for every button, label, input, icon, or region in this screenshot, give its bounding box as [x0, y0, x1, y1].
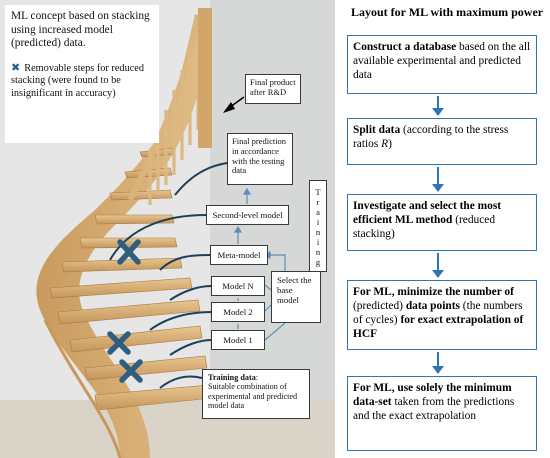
training-letter: r: [316, 197, 320, 207]
model-1-text: Model 1: [223, 335, 253, 345]
final-prediction-text: Final prediction in accordance with the …: [232, 136, 287, 176]
training-letter: i: [316, 237, 320, 247]
step-text: taken from the predictions and the exact…: [353, 396, 515, 423]
second-level-model-box: Second-level model: [206, 205, 289, 225]
training-letter: g: [315, 257, 321, 267]
meta-model-box: Meta-model: [210, 245, 268, 265]
model-flow-arrows: [233, 187, 286, 341]
final-prediction-box: Final prediction in accordance with the …: [227, 133, 293, 185]
flow-arrow-down: [432, 253, 444, 278]
step-text: (according to the stress ratios: [353, 124, 509, 151]
layout-title: Layout for ML with maximum power: [351, 5, 544, 19]
training-letter: i: [316, 217, 320, 227]
flow-step-split-data: Split data (according to the stress rati…: [347, 118, 537, 165]
step-bold: Investigate and select the most efficien…: [353, 200, 502, 227]
final-product-text: Final product after R&D: [250, 77, 296, 97]
concept-text: ML concept based on stacking using incre…: [11, 10, 150, 50]
step-bold: for exact extrapolation of HCF: [353, 314, 524, 341]
final-product-arrow: [223, 96, 245, 113]
training-letter: n: [315, 227, 321, 237]
step-text: based on the all available experimental …: [353, 41, 531, 82]
select-base-model-text: Select the base model: [277, 275, 312, 306]
newel-post: [198, 8, 212, 148]
stress-ratio-symbol: R: [381, 138, 389, 151]
x-mark-icon: ✖: [11, 61, 21, 75]
training-letter: T: [315, 187, 321, 197]
meta-model-text: Meta-model: [217, 250, 261, 260]
flow-step-minimize-data-points: For ML, minimize the number of (predicte…: [347, 280, 537, 350]
stair-treads: [49, 147, 213, 411]
connector-lines: [109, 162, 228, 389]
step-bold: Construct a database: [353, 41, 457, 53]
training-data-text: Suitable combination of experimental and…: [208, 382, 298, 410]
second-level-model-text: Second-level model: [212, 210, 283, 220]
step-bold: For ML, minimize the number of: [353, 286, 514, 298]
step-bold: data points: [405, 300, 460, 313]
model-n-box: Model N: [211, 276, 265, 296]
step-text: (the numbers of cycles): [353, 300, 523, 327]
step-bold: For ML, use solely the minimum data-set: [353, 382, 512, 409]
model-n-text: Model N: [222, 281, 254, 291]
training-letter: n: [315, 247, 321, 257]
model-1-box: Model 1: [211, 330, 265, 350]
final-product-box: Final product after R&D: [245, 74, 301, 104]
step-bold: Split data: [353, 124, 401, 136]
removable-steps-text: Removable steps for reduced stacking (we…: [11, 63, 145, 99]
staircase-illustration-panel: ML concept based on stacking using incre…: [0, 0, 335, 458]
flow-step-select-ml-method: Investigate and select the most efficien…: [347, 194, 537, 251]
flow-arrow-down: [432, 167, 444, 192]
removable-step-x-marks: [107, 239, 143, 383]
step-tail: ): [388, 138, 392, 151]
flow-step-construct-database: Construct a database based on the all av…: [347, 35, 537, 94]
flow-arrow-down: [432, 96, 444, 116]
training-data-box: Training data:Suitable combination of ex…: [202, 369, 310, 419]
removable-steps-note: ✖Removable steps for reduced stacking (w…: [11, 61, 153, 100]
concept-description-box: ML concept based on stacking using incre…: [5, 5, 159, 143]
lower-rail: [43, 319, 122, 458]
model-2-text: Model 2: [223, 307, 253, 317]
training-data-heading: Training data: [208, 373, 256, 382]
select-base-model-box: Select the base model: [271, 271, 321, 323]
training-vertical-label: T r a i n i n g: [309, 180, 327, 272]
training-letter: a: [316, 207, 320, 217]
flow-arrow-down: [432, 352, 444, 374]
flow-step-minimum-data-set: For ML, use solely the minimum data-set …: [347, 376, 537, 451]
step-text: (reduced stacking): [353, 214, 496, 241]
step-text: (predicted): [353, 300, 406, 313]
model-2-box: Model 2: [211, 302, 265, 322]
